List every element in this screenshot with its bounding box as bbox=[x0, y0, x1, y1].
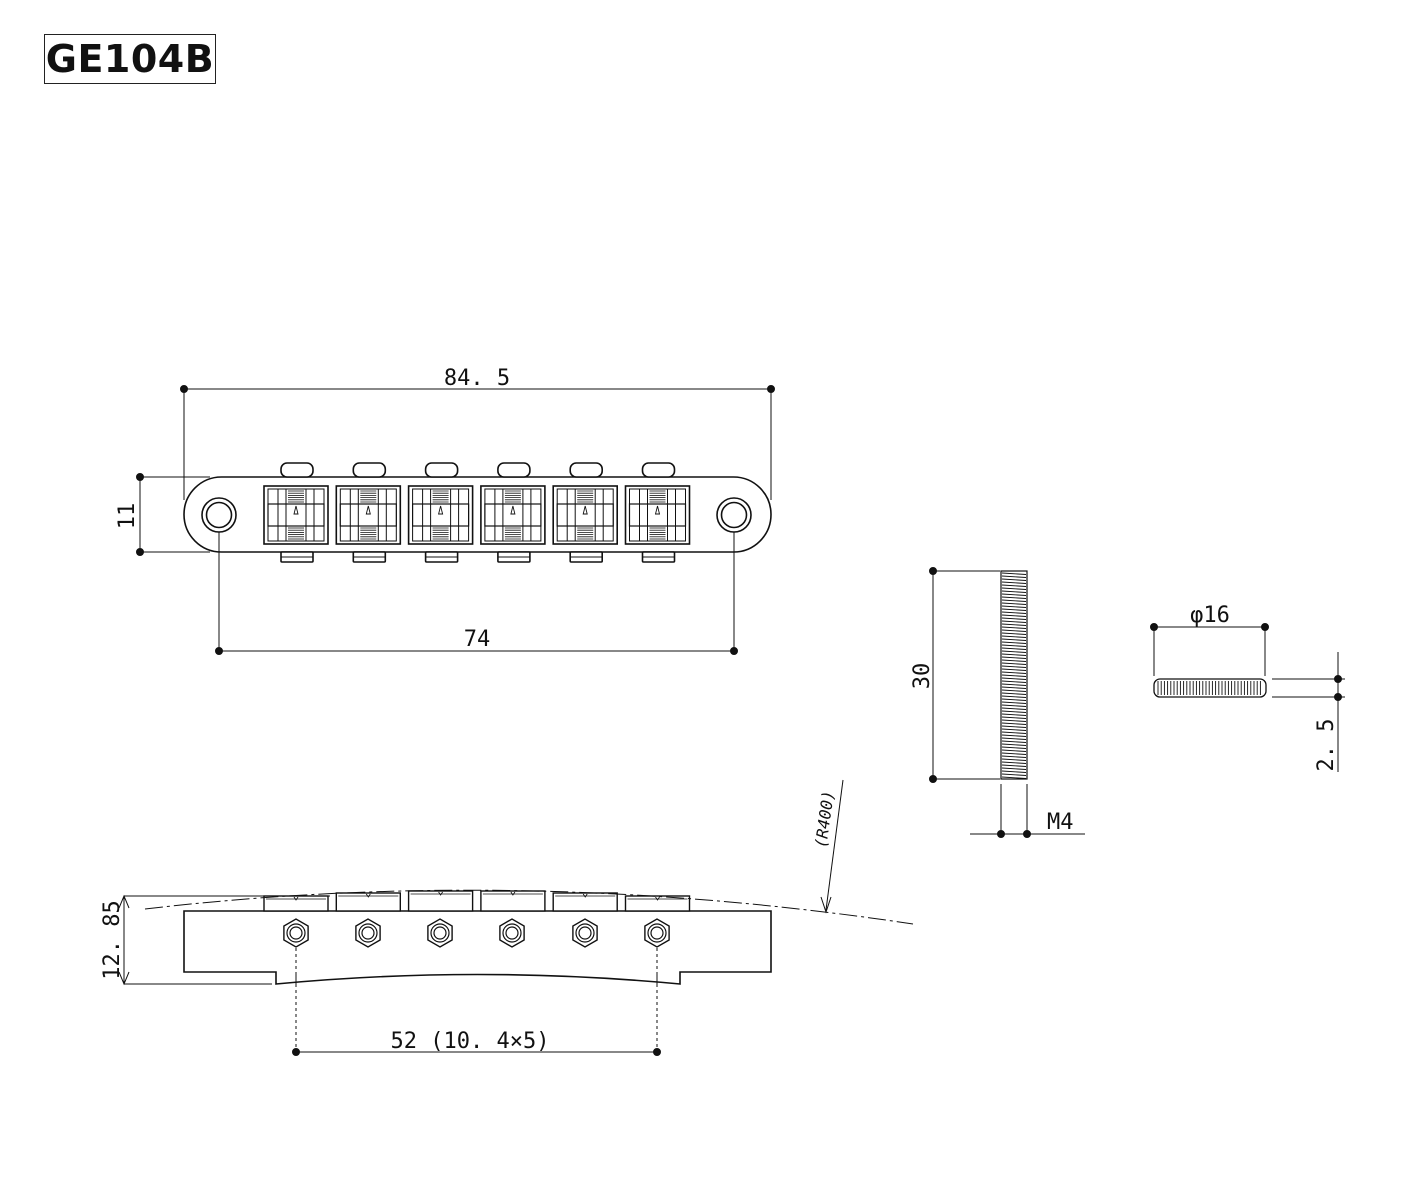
saddle-top bbox=[480, 462, 546, 563]
saddle-side bbox=[407, 890, 474, 912]
side-view bbox=[183, 890, 772, 986]
dim-top-width bbox=[180, 385, 775, 500]
bridge-body-top bbox=[183, 476, 772, 553]
saddle-side bbox=[552, 892, 618, 912]
dim-label-wheel-thickness: 2. 5 bbox=[1314, 719, 1339, 772]
dim-side-height bbox=[118, 894, 330, 986]
dim-stud-spacing bbox=[215, 532, 738, 655]
saddles-top bbox=[263, 462, 691, 563]
dim-top-height bbox=[136, 473, 210, 556]
saddle-top bbox=[335, 462, 402, 563]
saddle-side bbox=[335, 892, 401, 912]
intonation-screw-head bbox=[355, 918, 381, 948]
intonation-screw-head bbox=[572, 918, 598, 948]
intonation-screw-head bbox=[427, 918, 453, 948]
bridge-body-side bbox=[183, 910, 772, 985]
dim-label-wheel-diameter: φ16 bbox=[1190, 603, 1230, 628]
dim-label-stud-thread: M4 bbox=[1047, 810, 1074, 835]
saddles-side bbox=[263, 890, 691, 912]
intonation-screw-head bbox=[644, 918, 670, 948]
intonation-screws bbox=[283, 918, 670, 948]
dim-label-top-height: 11 bbox=[115, 503, 140, 530]
dim-label-stud-spacing: 74 bbox=[464, 627, 491, 652]
intonation-screw-head bbox=[283, 918, 309, 948]
radius-arc-line bbox=[144, 889, 914, 925]
dim-stud-thread bbox=[970, 784, 1085, 838]
thumbwheel-view bbox=[1153, 678, 1267, 698]
saddle-top bbox=[263, 462, 329, 563]
saddle-top bbox=[407, 462, 474, 563]
dim-label-side-height: 12. 85 bbox=[100, 900, 125, 979]
dim-string-spacing bbox=[292, 948, 661, 1056]
top-view bbox=[183, 462, 772, 563]
saddle-top bbox=[552, 462, 619, 563]
dim-label-radius: (R400) bbox=[811, 789, 838, 849]
saddle-top bbox=[624, 462, 691, 563]
dim-label-string-spacing: 52 (10. 4×5) bbox=[391, 1029, 550, 1054]
dim-stud-length bbox=[929, 567, 1000, 783]
dim-wheel-diameter bbox=[1150, 623, 1269, 676]
stud-view bbox=[1000, 570, 1028, 780]
dim-label-top-width: 84. 5 bbox=[444, 366, 510, 391]
model-label: GE104B bbox=[44, 34, 216, 84]
intonation-screw-head bbox=[499, 918, 525, 948]
dim-radius-leader bbox=[820, 779, 844, 914]
saddle-side bbox=[624, 895, 691, 912]
saddle-side bbox=[480, 890, 546, 912]
dim-label-stud-length: 30 bbox=[910, 663, 935, 690]
saddle-side bbox=[263, 895, 329, 912]
dim-wheel-thickness bbox=[1272, 652, 1345, 772]
